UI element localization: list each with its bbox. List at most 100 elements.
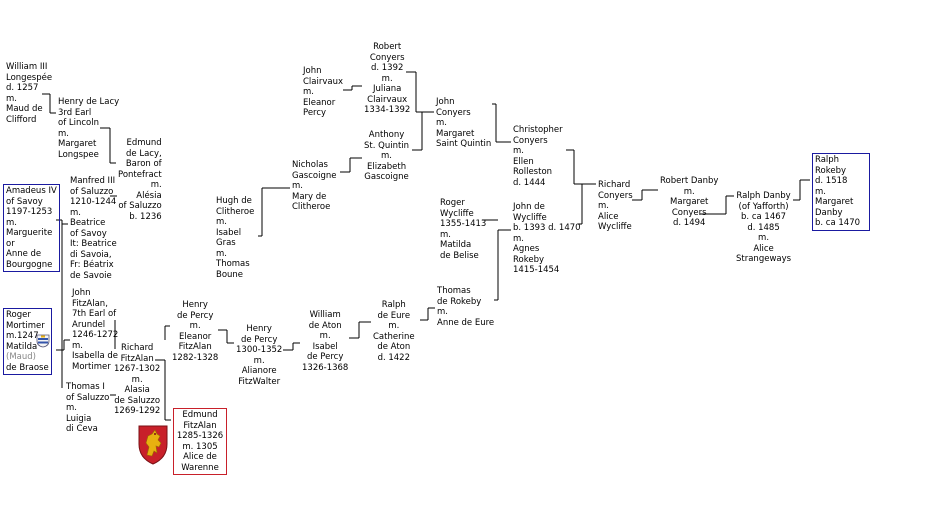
john-wycliffe-line-5: Agnes bbox=[513, 244, 540, 254]
manfred-line-8: di Savoia, bbox=[70, 249, 112, 260]
henry-percy-2-line-1: Henry bbox=[246, 324, 272, 334]
john-fitzalan-line-7: Isabella de bbox=[72, 351, 119, 361]
roger-wycliffe-line-5: Matilda bbox=[440, 240, 472, 250]
john-fitzalan-line-3: 7th Earl of bbox=[72, 309, 117, 319]
henry-percy-1-line-4: Eleanor bbox=[179, 331, 212, 342]
ralph-danby-line-4: d. 1485 bbox=[747, 222, 780, 233]
henry-percy-1-line-1: Henry bbox=[182, 300, 208, 310]
manfred-line-2: of Saluzzo bbox=[70, 186, 114, 197]
henry-percy-1-line-3: m. bbox=[189, 321, 201, 331]
roger-line-1: Roger bbox=[6, 310, 31, 320]
william-longespee-line-2: Longespée bbox=[6, 72, 53, 83]
robert-conyers-line-6: Clairvaux bbox=[367, 94, 408, 105]
anthony-quintin-line-3: m. bbox=[381, 151, 393, 161]
richard-conyers-line-1: Richard bbox=[598, 180, 631, 190]
william-aton-line-3: m. bbox=[319, 331, 331, 341]
hugh-clitheroe-line-5: Gras bbox=[216, 238, 236, 248]
john-fitzalan-line-8: Mortimer bbox=[72, 361, 111, 372]
robert-danby-line-3: Margaret bbox=[670, 197, 709, 207]
edmund-de-lacy-line-2: de Lacy, bbox=[126, 148, 162, 159]
roger-wycliffe-line-6: de Belise bbox=[440, 250, 479, 261]
ralph-eure-line-3: m. bbox=[388, 321, 400, 331]
john-conyers-line-4: Margaret bbox=[436, 128, 475, 139]
christopher-conyers-line-2: Conyers bbox=[513, 135, 548, 146]
roger-line-2: Mortimer bbox=[6, 320, 45, 331]
henry-percy-2-line-6: FitzWalter bbox=[238, 376, 281, 387]
manfred-line-6: of Savoy bbox=[70, 228, 107, 239]
henry-de-lacy-line-3: of Lincoln bbox=[58, 118, 100, 128]
john-fitzalan-line-6: m. bbox=[72, 340, 83, 351]
edmund-de-lacy-line-4: Pontefract bbox=[118, 169, 162, 180]
robert-danby-line-5: d. 1494 bbox=[673, 218, 706, 228]
ralph-eure-line-2: de Eure bbox=[377, 310, 411, 321]
amadeus-line-5: Marguerite bbox=[6, 228, 53, 238]
ralph-danby-line-6: Alice bbox=[753, 243, 774, 254]
ralph-danby-line-5: m. bbox=[758, 233, 770, 243]
thomas-rokeby-line-1: Thomas bbox=[437, 286, 471, 296]
edmund-de-lacy-line-6: Alésia bbox=[136, 190, 162, 201]
william-aton-line-5: de Percy bbox=[306, 352, 344, 362]
john-clairvaux-line-2: Clairvaux bbox=[303, 76, 344, 87]
henry-percy-2-line-2: de Percy bbox=[240, 334, 278, 345]
thomas-saluzzo-line-1: Thomas I bbox=[66, 382, 105, 392]
thomas-rokeby-line-3: m. bbox=[437, 307, 448, 317]
henry-percy-1-line-2: de Percy bbox=[176, 310, 214, 321]
richard-conyers-line-4: Alice bbox=[598, 211, 619, 222]
henry-de-lacy-line-5: Margaret bbox=[58, 139, 97, 149]
shield-lion-icon bbox=[137, 424, 169, 470]
john-clairvaux-line-3: m. bbox=[303, 87, 314, 97]
edmund-de-lacy-line-5: m. bbox=[150, 180, 162, 190]
william-aton-line-2: de Aton bbox=[308, 320, 342, 331]
roger-wycliffe-line-2: Wycliffe bbox=[440, 208, 474, 219]
nicholas-gascoigne-line-5: Clitheroe bbox=[292, 202, 331, 212]
robert-conyers-line-1: Robert bbox=[373, 42, 402, 52]
thomas-saluzzo-line-2: of Saluzzo bbox=[66, 392, 110, 403]
christopher-conyers-line-6: d. 1444 bbox=[513, 177, 546, 188]
small-crest-icon bbox=[36, 333, 50, 352]
edmund-fitzalan-line-6: Warenne bbox=[181, 462, 219, 473]
thomas-saluzzo-line-4: Luigia bbox=[66, 413, 92, 424]
ralph-eure-line-1: Ralph bbox=[381, 300, 406, 310]
nicholas-gascoigne-line-3: m. bbox=[292, 181, 303, 191]
henry-de-lacy-line-6: Longspee bbox=[58, 149, 99, 160]
ralph-rokeby-line-4: m. bbox=[815, 186, 826, 197]
john-conyers-line-1: John bbox=[436, 97, 455, 107]
ralph-eure-line-4: Catherine bbox=[373, 331, 415, 342]
nicholas-gascoigne-line-2: Gascoigne bbox=[292, 170, 337, 181]
manfred-line-4: m. bbox=[70, 207, 81, 218]
nicholas-gascoigne-line-1: Nicholas bbox=[292, 160, 328, 170]
richard-fitzalan-line-1: Richard bbox=[121, 343, 154, 353]
hugh-clitheroe-line-1: Hugh de bbox=[216, 196, 252, 206]
william-aton-line-1: William bbox=[309, 310, 341, 320]
john-wycliffe-line-3: b. 1393 d. 1470 bbox=[513, 223, 581, 233]
henry-de-lacy-line-4: m. bbox=[58, 128, 69, 139]
anthony-quintin-line-2: St. Quintin bbox=[364, 140, 410, 151]
ralph-danby-line-3: b. ca 1467 bbox=[741, 212, 787, 222]
william-longespee-line-4: m. bbox=[6, 93, 17, 104]
roger-line-3: m.1247 bbox=[6, 331, 39, 341]
john-fitzalan-line-1: John bbox=[72, 288, 91, 298]
john-fitzalan-line-2: FitzAlan, bbox=[72, 298, 108, 309]
amadeus-line-4: m. bbox=[6, 217, 17, 228]
william-aton-line-6: 1326-1368 bbox=[302, 362, 349, 373]
person-roger-mortimer[interactable]: Roger Mortimer m.1247 Matilda (Maud) de … bbox=[3, 308, 52, 375]
edmund-fitzalan-line-3: 1285-1326 bbox=[176, 431, 224, 441]
john-conyers-line-5: Saint Quintin bbox=[436, 139, 492, 149]
john-conyers-line-3: m. bbox=[436, 118, 447, 128]
anthony-quintin-line-5: Gascoigne bbox=[364, 172, 409, 182]
